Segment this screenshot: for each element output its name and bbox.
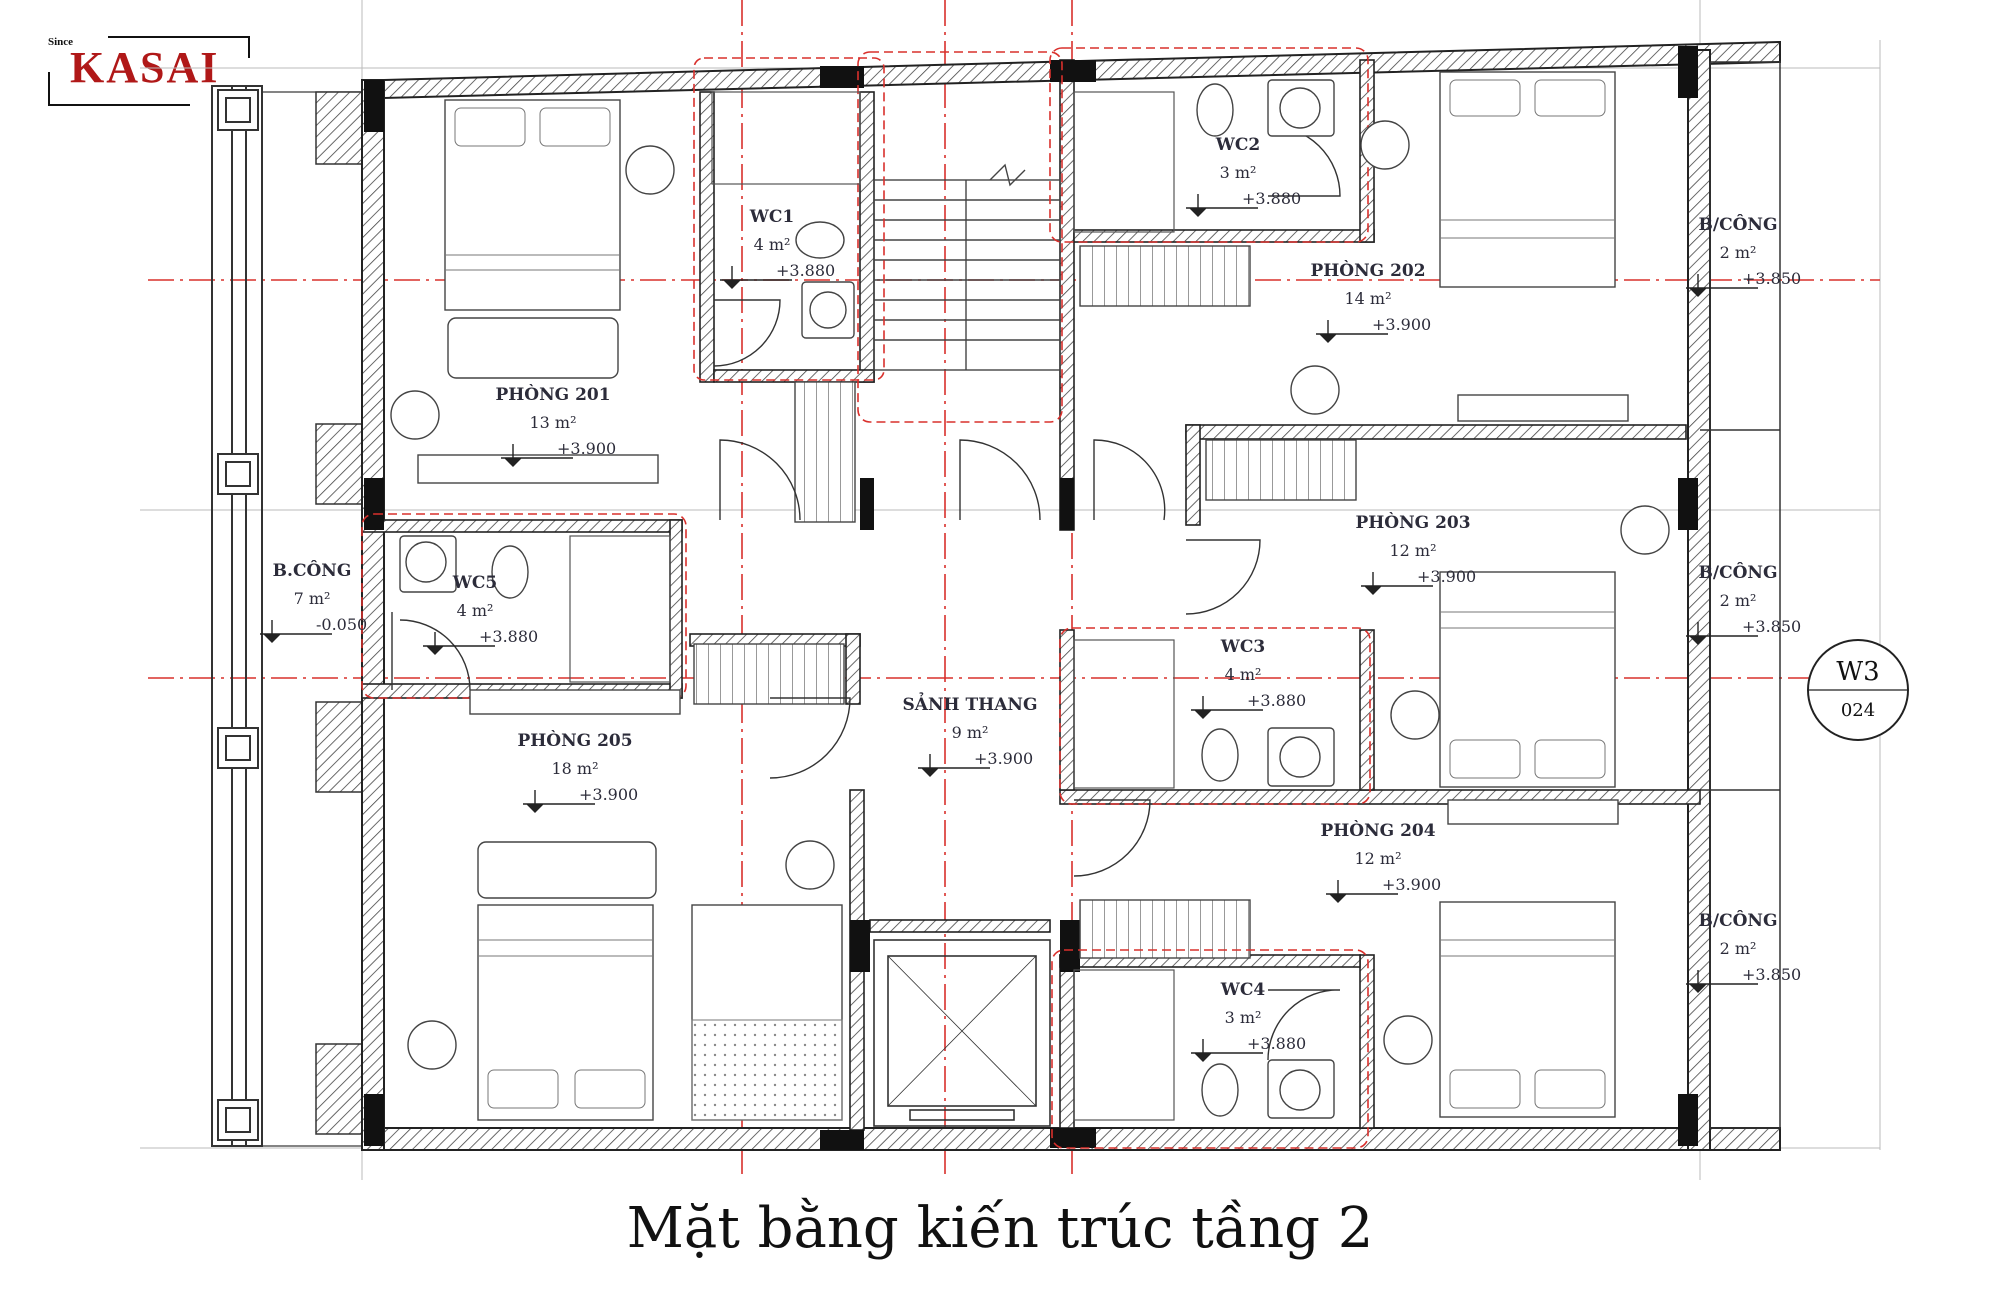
room-area: 2 m²	[1720, 591, 1757, 610]
level-marker	[523, 790, 595, 813]
room-label-bcong_l: B.CÔNG 7 m² -0.050	[260, 560, 367, 643]
room-name: PHÒNG 202	[1310, 260, 1425, 281]
room-area: 12 m²	[1389, 541, 1436, 560]
logo-since: Since	[48, 36, 74, 48]
room-level: -0.050	[316, 615, 367, 634]
room-level: +3.850	[1742, 617, 1801, 636]
room-name: B.CÔNG	[273, 560, 352, 581]
room-label-p201: PHÒNG 201 13 m² +3.900	[495, 384, 616, 467]
room-area: 2 m²	[1720, 939, 1757, 958]
facade-columns	[217, 89, 259, 1141]
room-level: +3.900	[579, 785, 638, 804]
room-level: +3.880	[776, 261, 835, 280]
room-area: 2 m²	[1720, 243, 1757, 262]
room-name: B/CÔNG	[1699, 562, 1778, 583]
room-label-bcong_r3: B/CÔNG 2 m² +3.850	[1686, 910, 1801, 993]
room-level: +3.900	[1382, 875, 1441, 894]
right-facade	[1700, 61, 1781, 1129]
room-level: +3.900	[974, 749, 1033, 768]
room-label-p202: PHÒNG 202 14 m² +3.900	[1310, 260, 1431, 343]
level-marker	[1686, 970, 1758, 993]
chairs	[390, 120, 1670, 1070]
logo-bracket-top	[108, 36, 250, 58]
room-label-wc4: WC4 3 m² +3.880	[1191, 980, 1306, 1062]
room-name: SẢNH THANG	[903, 692, 1038, 715]
room-label-wc2: WC2 3 m² +3.880	[1186, 135, 1301, 217]
room-label-bcong_r1: B/CÔNG 2 m² +3.850	[1686, 214, 1801, 297]
level-marker	[260, 620, 332, 643]
room-name: PHÒNG 203	[1355, 512, 1470, 533]
grid-marker-code: 024	[1841, 700, 1875, 721]
room-name: WC3	[1220, 637, 1265, 657]
room-name: WC1	[749, 207, 794, 227]
room-level: +3.900	[1417, 567, 1476, 586]
level-marker	[720, 266, 792, 289]
room-labels: PHÒNG 201 13 m² +3.900 PHÒNG 202 14 m² +3.900…	[260, 135, 1801, 1062]
room-area: 18 m²	[551, 759, 598, 778]
grid-marker-label: W3	[1836, 657, 1879, 687]
room-level: +3.900	[557, 439, 616, 458]
shower-areas	[569, 91, 1175, 1121]
level-marker	[1686, 622, 1758, 645]
room-area: 4 m²	[1225, 665, 1262, 684]
room-area: 4 m²	[457, 601, 494, 620]
room-level: +3.880	[1247, 691, 1306, 710]
staircase	[693, 163, 1357, 959]
room-name: PHÒNG 204	[1320, 820, 1435, 841]
level-marker	[1326, 880, 1398, 903]
room-name: PHÒNG 201	[495, 384, 610, 405]
room-label-p203: PHÒNG 203 12 m² +3.900	[1355, 512, 1476, 595]
room-area: 9 m²	[952, 723, 989, 742]
level-marker	[918, 754, 990, 777]
room-name: WC4	[1220, 980, 1266, 1000]
level-marker	[1186, 194, 1258, 217]
level-marker	[1316, 320, 1388, 343]
logo-bracket-bottom	[48, 72, 190, 106]
beds	[444, 71, 1616, 1121]
room-level: +3.880	[479, 627, 538, 646]
facade-planters	[315, 91, 363, 1135]
elevator	[873, 939, 1051, 1127]
level-marker	[1361, 572, 1433, 595]
room-area: 14 m²	[1344, 289, 1391, 308]
room-name: WC2	[1215, 135, 1260, 155]
room-name: WC5	[452, 573, 497, 593]
room-area: 13 m²	[529, 413, 576, 432]
room-level: +3.850	[1742, 269, 1801, 288]
level-marker	[1686, 274, 1758, 297]
room-label-bcong_r2: B/CÔNG 2 m² +3.850	[1686, 562, 1801, 645]
room-area: 3 m²	[1220, 163, 1257, 182]
room-name: PHÒNG 205	[517, 730, 632, 751]
room-name: B/CÔNG	[1699, 910, 1778, 931]
room-level: +3.880	[1242, 189, 1301, 208]
room-label-wc5: WC5 4 m² +3.880	[423, 573, 538, 655]
room-level: +3.850	[1742, 965, 1801, 984]
room-area: 12 m²	[1354, 849, 1401, 868]
level-marker	[1191, 1039, 1263, 1062]
room-level: +3.880	[1247, 1034, 1306, 1053]
room-area: 7 m²	[294, 589, 331, 608]
room-area: 3 m²	[1225, 1008, 1262, 1027]
bed-details	[445, 79, 1615, 1121]
level-marker	[501, 444, 573, 467]
caption: Mặt bằng kiến trúc tầng 2	[626, 1196, 1374, 1261]
level-marker	[1191, 696, 1263, 719]
room-label-wc3: WC3 4 m² +3.880	[1191, 637, 1306, 719]
level-marker	[423, 632, 495, 655]
room-label-p204: PHÒNG 204 12 m² +3.900	[1320, 820, 1441, 903]
room-label-sanh: SẢNH THANG 9 m² +3.900	[903, 692, 1038, 777]
room-name: B/CÔNG	[1699, 214, 1778, 235]
room-level: +3.900	[1372, 315, 1431, 334]
furniture	[417, 317, 1629, 899]
grid-marker: W3 024	[1807, 639, 1909, 741]
room-label-wc1: WC1 4 m² +3.880	[720, 207, 835, 289]
room-area: 4 m²	[754, 235, 791, 254]
wet-area-outlines	[361, 47, 1371, 1149]
room-label-p205: PHÒNG 205 18 m² +3.900	[517, 730, 638, 813]
wc-fixtures	[399, 79, 1335, 1119]
